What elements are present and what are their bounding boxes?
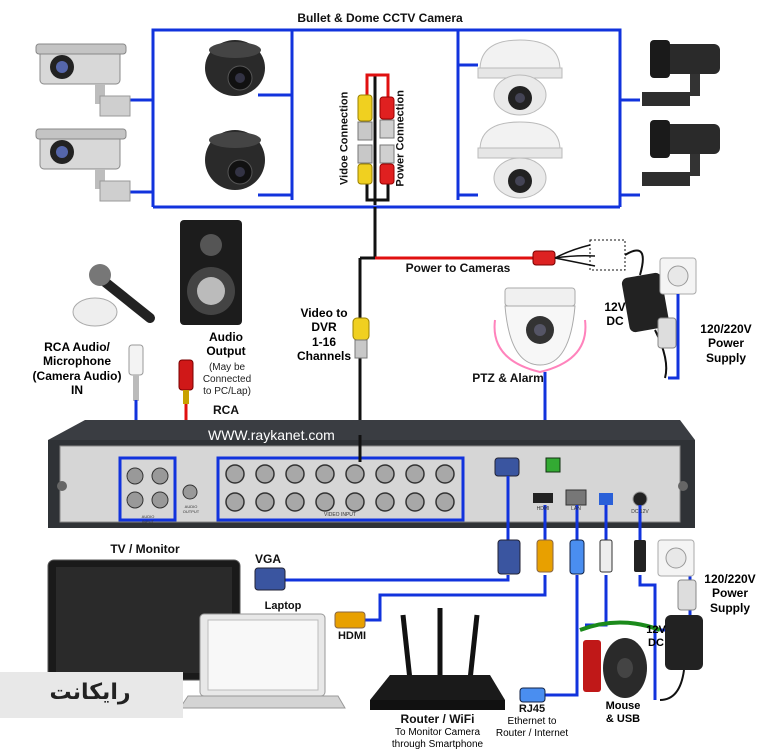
rj45-sub-label: Ethernet to Router / Internet	[495, 716, 569, 739]
hdmi-cable-icon	[334, 611, 366, 629]
ptz-label: PTZ & Alarm	[472, 371, 544, 385]
wall-socket-top-icon	[659, 257, 697, 295]
power-to-cameras-label: Power to Cameras	[405, 261, 511, 275]
power-adapter-bottom-icon	[659, 579, 703, 701]
rj45-cable-icon	[519, 687, 546, 703]
router-sub-label: To Monitor Camera through Smartphone	[391, 727, 484, 750]
rca-plug-white-icon	[128, 344, 144, 401]
audio-note-label: (May be Connected to PC/Lap)	[202, 362, 252, 397]
tv-monitor-icon	[47, 559, 241, 681]
speaker-icon	[180, 220, 242, 325]
power-connection-label: Power Connection	[394, 90, 407, 187]
bullet-camera-left-1-icon	[35, 43, 131, 117]
power-supply-bottom-label: 120/220V Power Supply	[704, 572, 756, 615]
bullet-camera-right-2-icon	[642, 120, 720, 186]
dvr-hdmi-label: HDMI	[536, 506, 550, 512]
rj45-connector-icon	[569, 539, 585, 575]
rca-audio-label: RCA Audio/ Microphone (Camera Audio) IN	[32, 340, 122, 398]
hdmi-connector-icon	[536, 539, 554, 573]
audio-output-label: Audio Output	[206, 330, 246, 359]
rca-plug-red-icon	[178, 359, 194, 404]
dome-camera-white-1-icon	[477, 39, 563, 116]
laptop-label: Laptop	[264, 600, 302, 612]
laptop-icon	[179, 613, 346, 709]
dome-camera-dark-2-icon	[205, 130, 265, 190]
raykanet-logo: رایکانت	[0, 672, 183, 718]
dvr-dc-label: DC 12V	[631, 509, 649, 515]
mouse-usb-label: Mouse & USB	[605, 700, 641, 726]
mouse-usb-icon	[579, 620, 661, 698]
hdmi-label: HDMI	[337, 630, 367, 642]
dome-camera-dark-1-icon	[205, 40, 265, 96]
vga-label: VGA	[254, 552, 281, 566]
microphone-icon	[72, 264, 155, 327]
usb-connector-icon	[599, 539, 613, 573]
camera-bus	[130, 28, 640, 209]
router-label: Router / WiFi	[400, 712, 475, 726]
bullet-camera-right-1-icon	[642, 40, 720, 106]
dvr-video-input-label: VIDEO INPUT	[324, 512, 356, 518]
dome-camera-white-2-icon	[477, 121, 563, 199]
vga-connector-icon	[497, 539, 521, 575]
video-power-connectors-icon	[357, 73, 395, 205]
ptz-camera-icon	[493, 287, 587, 374]
tv-monitor-label: TV / Monitor	[110, 542, 180, 556]
bnc-ports	[225, 464, 455, 512]
bnc-connector-icon	[352, 317, 370, 359]
dvr-audio-output-label: AUDIO OUTPUT	[182, 504, 200, 514]
dvr-audio-input-label: AUDIO INPUT	[141, 514, 155, 524]
vga-cable-icon	[254, 567, 286, 591]
rca-label: RCA	[213, 403, 239, 417]
router-icon	[370, 608, 505, 710]
dc-top-label: 12V DC	[604, 300, 626, 329]
power-supply-top-label: 120/220V Power Supply	[700, 322, 752, 365]
dc-plug-icon	[634, 540, 646, 572]
logo-text: رایکانت	[49, 680, 131, 705]
dvr-rear-ports	[494, 457, 648, 507]
diagram-title: Bullet & Dome CCTV Camera	[297, 11, 463, 25]
website-label: WWW.raykanet.com	[208, 427, 335, 443]
dvr-lan-label: LAN	[571, 506, 581, 512]
power-splitter-icon	[532, 239, 626, 271]
rj45-label: RJ45	[518, 703, 546, 715]
video-connection-label: Vidoe Connection	[338, 91, 351, 185]
dc-bottom-label: 12V DC	[646, 624, 666, 650]
bullet-camera-left-2-icon	[35, 128, 131, 202]
video-to-dvr-label: Video to DVR 1-16 Channels	[296, 306, 351, 364]
wall-socket-bottom-icon	[657, 539, 695, 577]
power-adapter-top-icon	[621, 249, 677, 379]
